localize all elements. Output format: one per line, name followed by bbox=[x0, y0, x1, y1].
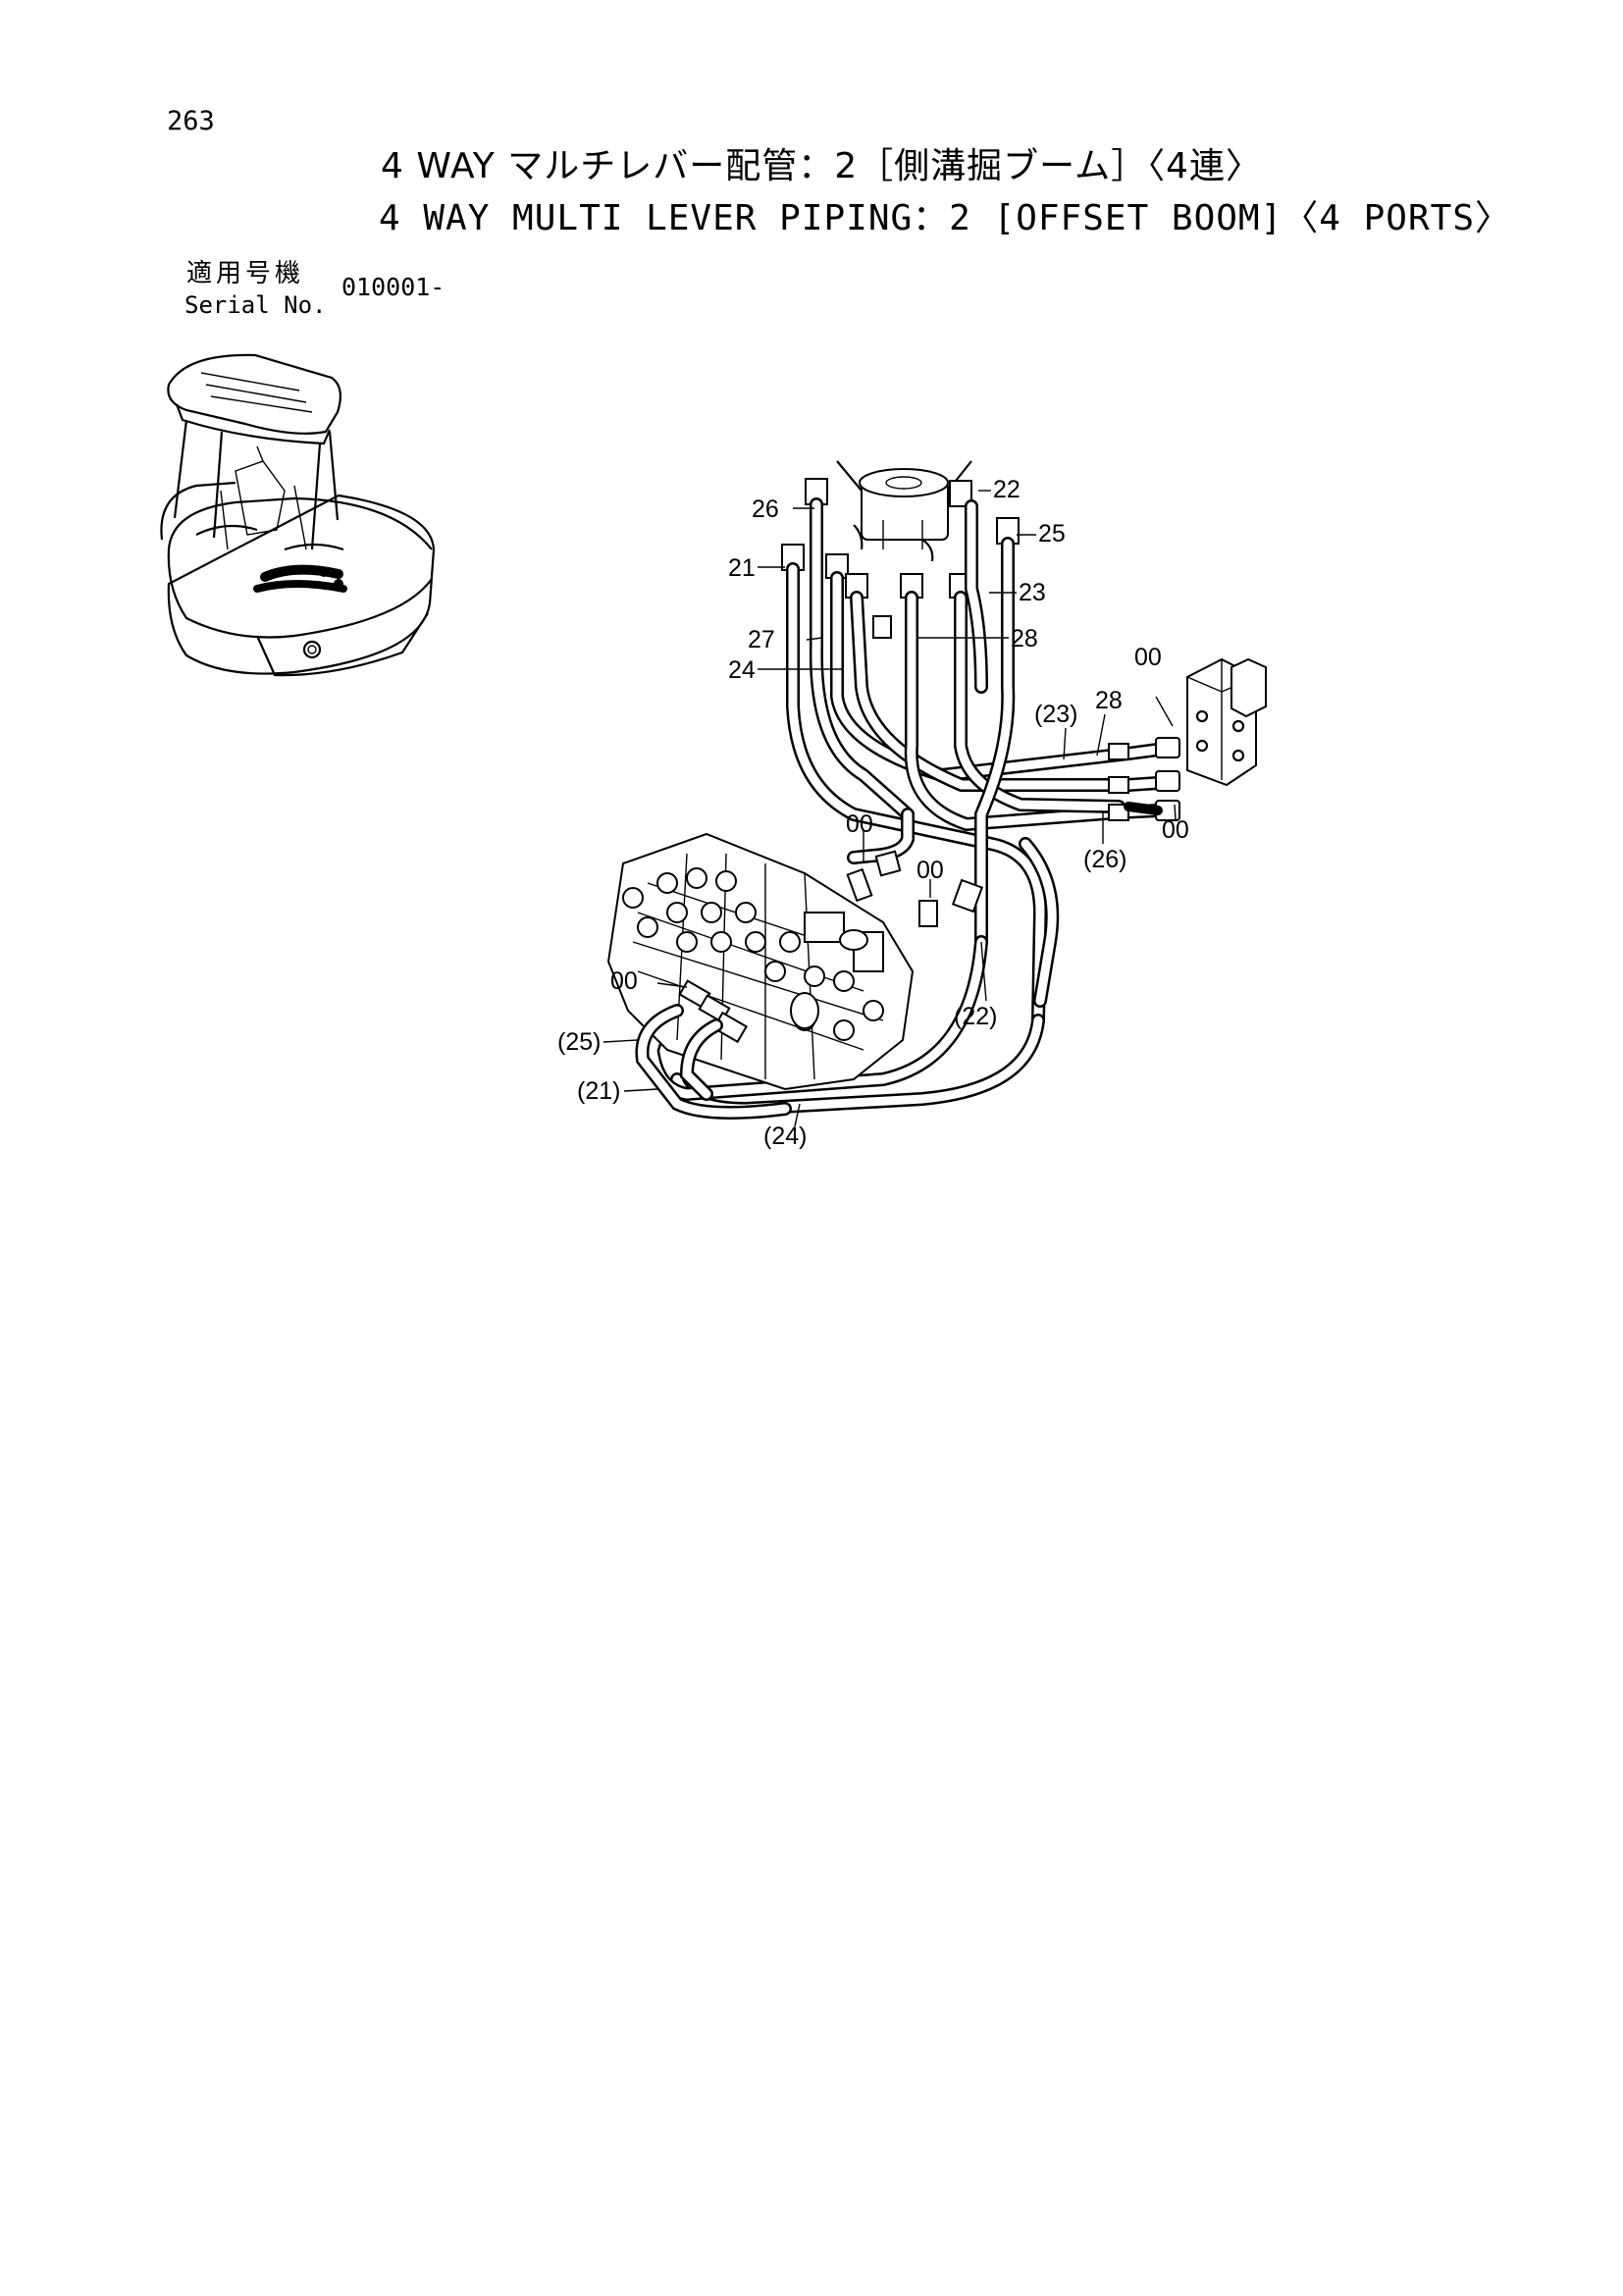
valve-port-fittings bbox=[678, 850, 984, 1044]
serial-label-japanese: 適用号機 bbox=[186, 259, 305, 288]
page-title-english: 4 WAY MULTI LEVER PIPING：2 [OFFSET BOOM]… bbox=[379, 198, 1511, 238]
callout-23: 23 bbox=[1019, 579, 1046, 606]
serial-label: Serial No. bbox=[184, 291, 327, 319]
callout-25: 25 bbox=[1038, 520, 1066, 548]
offset-block-fittings bbox=[1108, 737, 1180, 821]
callout-00-valve: 00 bbox=[1134, 644, 1162, 671]
callout-27: 27 bbox=[748, 626, 775, 653]
callout-24: 24 bbox=[728, 656, 756, 684]
callout-25-paren: (25) bbox=[557, 1028, 601, 1056]
callout-26: 26 bbox=[752, 496, 779, 523]
callout-00-center: 00 bbox=[846, 810, 873, 838]
page-title-japanese: 4 WAY マルチレバー配管：2［側溝掘ブーム］〈4連〉 bbox=[381, 146, 1262, 186]
callout-21: 21 bbox=[728, 554, 756, 582]
callout-00-lower: 00 bbox=[916, 857, 944, 884]
callout-00-left: 00 bbox=[610, 967, 638, 995]
callout-26-paren: (26) bbox=[1083, 846, 1126, 873]
callout-22-paren: (22) bbox=[954, 1003, 997, 1030]
serial-number-value: 010001- bbox=[341, 273, 445, 301]
control-valve-assembly bbox=[606, 832, 915, 1091]
hose-routing-diagram: 26 22 25 21 23 27 28 24 00 28 (23) 00 (2… bbox=[557, 460, 1267, 1150]
callout-28-secondary: 28 bbox=[1095, 687, 1123, 714]
pilot-valve-block bbox=[836, 460, 972, 549]
callout-21-paren: (21) bbox=[577, 1077, 620, 1105]
callout-00-right: 00 bbox=[1162, 816, 1189, 844]
callout-22: 22 bbox=[993, 476, 1021, 503]
machine-overview-illustration bbox=[160, 353, 436, 677]
top-fittings bbox=[781, 478, 1020, 639]
page-number: 263 bbox=[167, 106, 215, 136]
callout-23-paren: (23) bbox=[1034, 701, 1077, 728]
callout-28: 28 bbox=[1011, 625, 1038, 652]
callout-leader-lines bbox=[602, 490, 1177, 1127]
callout-24-paren: (24) bbox=[763, 1122, 807, 1150]
offset-valve-block bbox=[1186, 657, 1267, 787]
